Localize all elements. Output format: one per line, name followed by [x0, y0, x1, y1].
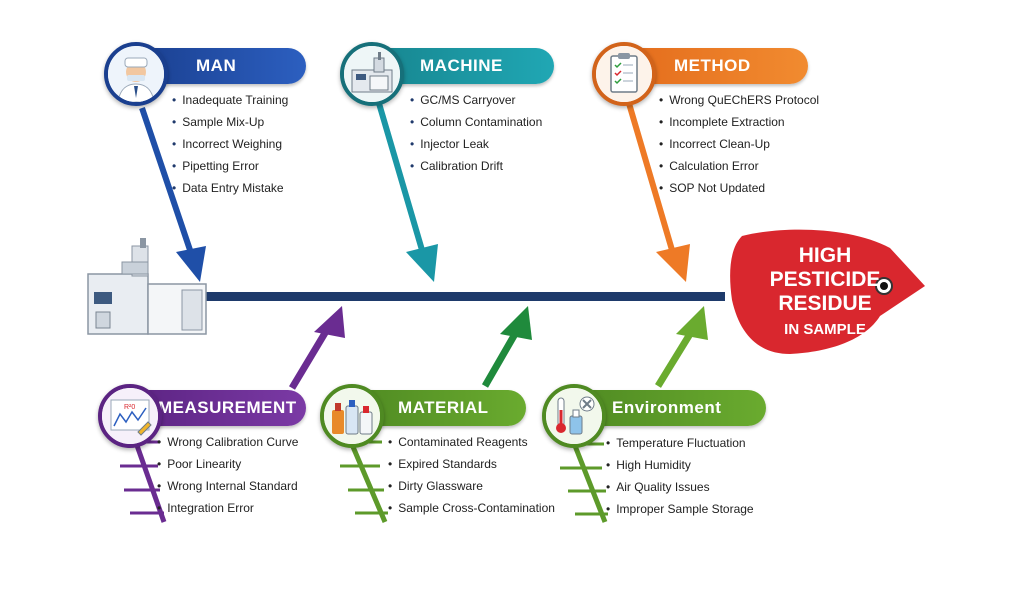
cause-item: Wrong Calibration Curve [157, 431, 298, 453]
svg-text:R²0: R²0 [124, 404, 135, 411]
cause-list-measurement: Wrong Calibration Curve Poor Linearity W… [157, 431, 298, 519]
cause-list-environment: Temperature Fluctuation High Humidity Ai… [606, 432, 754, 520]
cause-item: Incomplete Extraction [659, 111, 819, 133]
category-title-method: METHOD [674, 56, 751, 75]
cause-item: Data Entry Mistake [172, 177, 288, 199]
category-title-machine: MACHINE [420, 56, 503, 75]
cause-item: Air Quality Issues [606, 476, 754, 498]
bone-material [481, 306, 532, 388]
cause-item: Expired Standards [388, 453, 555, 475]
category-title-man: MAN [196, 56, 237, 75]
cause-item: Inadequate Training [172, 89, 288, 111]
category-title-material: MATERIAL [398, 398, 489, 417]
cause-item: Calculation Error [659, 155, 819, 177]
cause-item: High Humidity [606, 454, 754, 476]
cause-item: Dirty Glassware [388, 475, 555, 497]
technician-icon [104, 42, 168, 106]
bone-environment [655, 306, 708, 388]
category-title-environment: Environment [612, 398, 722, 417]
bone-machine [375, 99, 438, 282]
cause-item: Incorrect Clean-Up [659, 133, 819, 155]
cause-list-material: Contaminated Reagents Expired Standards … [388, 431, 555, 519]
gc-ms-instrument-icon [340, 42, 404, 106]
cause-item: Injector Leak [410, 133, 542, 155]
effect-label: HIGH PESTICIDE RESIDUE IN SAMPLE [760, 244, 890, 340]
fishbone-spine [195, 292, 725, 301]
bone-measurement [288, 306, 345, 390]
environment-ticks [560, 442, 608, 516]
cause-list-machine: GC/MS Carryover Column Contamination Inj… [410, 89, 542, 177]
calibration-graph-icon: R²0 [98, 384, 162, 448]
cause-item: GC/MS Carryover [410, 89, 542, 111]
cause-item: Temperature Fluctuation [606, 432, 754, 454]
cause-item: SOP Not Updated [659, 177, 819, 199]
cause-item: Wrong Internal Standard [157, 475, 298, 497]
category-title-measurement: MEASUREMENT [158, 398, 297, 417]
bone-man [139, 107, 206, 282]
bone-method [625, 99, 690, 282]
thermometer-humidity-icon [542, 384, 606, 448]
effect-line-1: HIGH [798, 244, 852, 267]
cause-item: Sample Cross-Contamination [388, 497, 555, 519]
cause-list-method: Wrong QuEChERS Protocol Incomplete Extra… [659, 89, 819, 199]
cause-list-man: Inadequate Training Sample Mix-Up Incorr… [172, 89, 288, 199]
effect-line-2: PESTICIDE [769, 268, 881, 291]
cause-item: Poor Linearity [157, 453, 298, 475]
cause-item: Integration Error [157, 497, 298, 519]
cause-item: Calibration Drift [410, 155, 542, 177]
effect-line-4: IN SAMPLE [784, 321, 866, 338]
cause-item: Incorrect Weighing [172, 133, 288, 155]
cause-item: Contaminated Reagents [388, 431, 555, 453]
cause-item: Sample Mix-Up [172, 111, 288, 133]
cause-item: Wrong QuEChERS Protocol [659, 89, 819, 111]
clipboard-checklist-icon [592, 42, 656, 106]
effect-line-3: RESIDUE [778, 292, 872, 315]
gc-ms-instrument-icon [87, 238, 207, 335]
fish-head-effect [730, 229, 925, 354]
reagent-bottles-icon [320, 384, 384, 448]
cause-item: Column Contamination [410, 111, 542, 133]
cause-item: Pipetting Error [172, 155, 288, 177]
cause-item: Improper Sample Storage [606, 498, 753, 520]
